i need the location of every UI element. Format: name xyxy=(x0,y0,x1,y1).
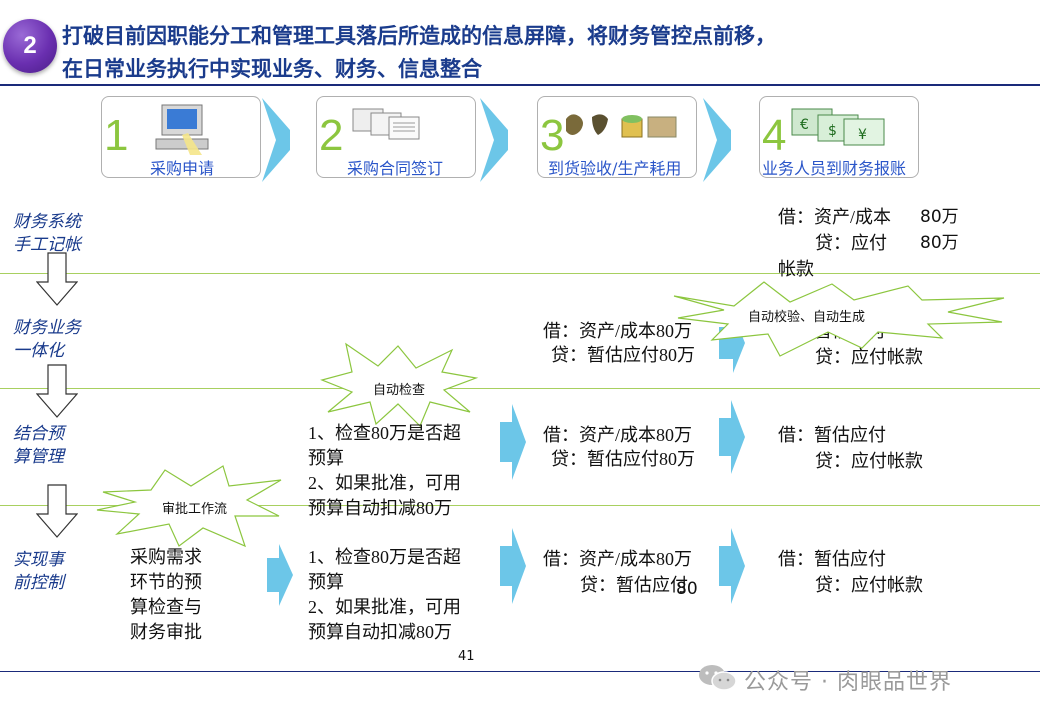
r1-credit-text: 贷：应付 xyxy=(815,231,887,256)
documents-icon xyxy=(349,107,439,147)
r4-step2-line-1: 1、检查80万是否超 xyxy=(308,545,461,570)
r4-step3-credit: 贷：暂估应付 xyxy=(580,573,688,598)
svg-text:¥: ¥ xyxy=(858,127,867,143)
r4-step3-debit: 借：资产/成本80万 xyxy=(543,547,692,572)
computer-icon xyxy=(142,103,222,155)
r3-step2-line-1: 1、检查80万是否超 xyxy=(308,421,461,446)
row-label-1: 财务系统手工记帐 xyxy=(13,210,93,256)
down-arrow-1 xyxy=(36,252,78,306)
r4-step2-text: 1、检查80万是否超 预算 2、如果批准，可用 预算自动扣减80万 xyxy=(308,545,461,645)
r4-step1-line-4: 财务审批 xyxy=(130,620,202,645)
step-2-box: 2 采购合同签订 xyxy=(316,96,476,178)
goods-icon xyxy=(562,109,682,145)
section-number-badge: 2 xyxy=(3,19,57,73)
r1-debit-text: 借：资产/成本 xyxy=(778,205,891,230)
step-4-number: 4 xyxy=(762,111,786,161)
r4-step1-line-1: 采购需求 xyxy=(130,545,202,570)
watermark-text: 公众号 · 肉眼品世界 xyxy=(744,664,952,696)
step-4-box: € $ ¥ 4 业务人员到财务报账 xyxy=(759,96,919,178)
step-chevron-3 xyxy=(703,98,739,182)
title-divider xyxy=(0,84,1040,86)
page-number: 41 xyxy=(458,649,475,664)
step-4-label: 业务人员到财务报账 xyxy=(762,155,906,179)
auto-verify-text: 自动校验、自动生成 xyxy=(748,306,865,325)
auto-check-text: 自动检查 xyxy=(373,379,425,398)
r1-credit-amount: 80万 xyxy=(920,231,959,256)
step-3-number: 3 xyxy=(540,111,564,161)
slide-title-line-2: 在日常业务执行中实现业务、财务、信息整合 xyxy=(62,53,482,83)
step-chevron-1 xyxy=(262,98,298,182)
row-label-3: 结合预算管理 xyxy=(13,422,77,468)
r3-step4-debit: 借：暂估应付 xyxy=(778,423,886,448)
step-1-box: 1 采购申请 xyxy=(101,96,261,178)
step-1-number: 1 xyxy=(104,111,128,161)
approval-flow-text: 审批工作流 xyxy=(162,498,227,517)
down-arrow-3 xyxy=(36,484,78,538)
r3-step4-credit: 贷：应付帐款 xyxy=(815,449,923,474)
r3-step2-line-3: 2、如果批准，可用 xyxy=(308,471,461,496)
step-chevron-2 xyxy=(480,98,516,182)
row-label-2: 财务业务一体化 xyxy=(13,316,93,362)
r4-step1-text: 采购需求 环节的预 算检查与 财务审批 xyxy=(130,545,202,645)
step-3-label: 到货验收/生产耗用 xyxy=(548,155,681,179)
down-arrow-2 xyxy=(36,364,78,418)
r3-step2-text: 1、检查80万是否超 预算 2、如果批准，可用 预算自动扣减80万 xyxy=(308,421,461,521)
step-2-label: 采购合同签订 xyxy=(347,155,443,179)
money-icon: € $ ¥ xyxy=(788,105,898,149)
r3-step2-line-4: 预算自动扣减80万 xyxy=(308,496,461,521)
r4-step1-line-2: 环节的预 xyxy=(130,570,202,595)
r4-arrow-1 xyxy=(267,544,293,606)
r4-step3-credit-amount: 80 xyxy=(676,577,698,602)
r3-arrow-2 xyxy=(719,400,745,474)
slide-title-line-1: 打破目前因职能分工和管理工具落后所造成的信息屏障，将财务管控点前移， xyxy=(62,20,776,50)
svg-text:€: € xyxy=(800,117,809,133)
r1-debit-amount: 80万 xyxy=(920,205,959,230)
r4-step2-line-4: 预算自动扣减80万 xyxy=(308,620,461,645)
r2-step3-debit: 借：资产/成本80万 xyxy=(543,319,692,344)
r4-arrow-3 xyxy=(719,528,745,604)
r4-step2-line-2: 预算 xyxy=(308,570,461,595)
row-divider-1 xyxy=(0,273,1040,274)
r4-step1-line-3: 算检查与 xyxy=(130,595,202,620)
r4-step4-credit: 贷：应付帐款 xyxy=(815,573,923,598)
r3-step3-credit: 贷：暂估应付80万 xyxy=(551,447,695,472)
r4-step4-debit: 借：暂估应付 xyxy=(778,547,886,572)
step-1-label: 采购申请 xyxy=(150,155,214,179)
wechat-icon xyxy=(697,662,739,694)
r4-arrow-2 xyxy=(500,528,526,604)
r3-step2-line-2: 预算 xyxy=(308,446,461,471)
row-divider-2 xyxy=(0,388,1040,389)
row-label-4: 实现事前控制 xyxy=(13,548,77,594)
svg-text:$: $ xyxy=(828,123,837,139)
r4-step2-line-3: 2、如果批准，可用 xyxy=(308,595,461,620)
step-3-box: 3 到货验收/生产耗用 xyxy=(537,96,697,178)
r3-arrow-1 xyxy=(500,404,526,480)
r3-step3-debit: 借：资产/成本80万 xyxy=(543,423,692,448)
step-2-number: 2 xyxy=(319,111,343,161)
